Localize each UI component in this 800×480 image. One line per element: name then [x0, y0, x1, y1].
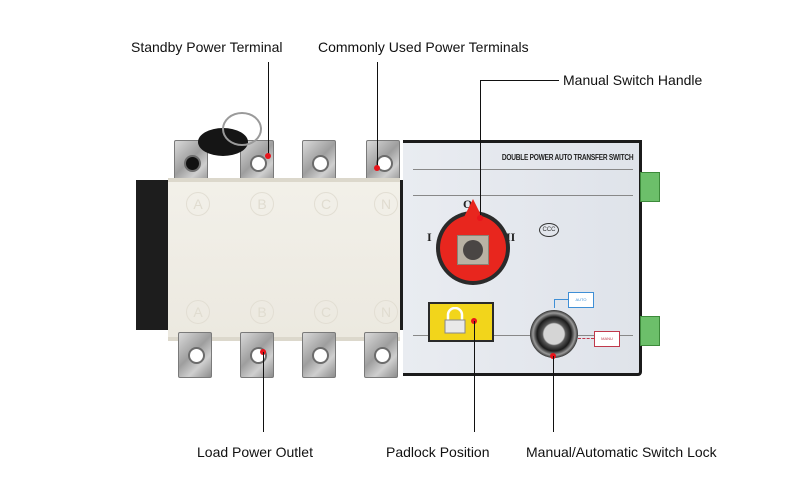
key-ring-loop: [222, 112, 262, 146]
handle-position-1: I: [427, 230, 432, 244]
padlock-cover[interactable]: [428, 302, 494, 342]
phase-mark-top-c: C: [314, 192, 338, 216]
leader-manual-automatic-switch-lock: [553, 356, 554, 432]
label-load-power-outlet: Load Power Outlet: [197, 444, 313, 460]
label-manual-switch-handle: Manual Switch Handle: [563, 72, 703, 88]
phase-mark-top-n: N: [374, 192, 398, 216]
label-padlock-position: Padlock Position: [386, 444, 490, 460]
marker-standby-power-terminal: [265, 153, 271, 159]
marker-commonly-used-power-terminals: [374, 165, 380, 171]
marker-manual-switch-handle: [477, 215, 483, 221]
phase-mark-top-a: A: [186, 192, 210, 216]
padlock-icon: [444, 307, 466, 334]
phase-mark-top-b: B: [250, 192, 274, 216]
panel-title: DOUBLE POWER AUTO TRANSFER SWITCH: [501, 153, 634, 162]
phase-mark-bottom-a: A: [186, 300, 210, 324]
terminal-block-bottom: [640, 316, 660, 346]
label-commonly-used-power-terminals: Commonly Used Power Terminals: [318, 39, 529, 55]
ccc-mark-icon: CCC: [539, 223, 559, 237]
manual-switch-handle[interactable]: [440, 199, 506, 281]
label-manual-automatic-switch-lock: Manual/Automatic Switch Lock: [526, 444, 717, 460]
phase-mark-bottom-n: N: [374, 300, 398, 324]
bottom-terminal-n: [364, 332, 398, 378]
handle-position-2: II: [506, 230, 516, 244]
leader-standby-power-terminal: [268, 62, 269, 156]
bottom-terminal-c: [302, 332, 336, 378]
terminal-block-top: [640, 172, 660, 202]
manual-mode-tag: MANU: [594, 331, 620, 347]
leader-commonly-used-power-terminals: [377, 62, 378, 168]
bottom-terminal-a: [178, 332, 212, 378]
leader-manual-switch-handle-v: [480, 80, 481, 216]
leader-manual-switch-handle-h: [480, 80, 559, 81]
leader-padlock-position: [474, 321, 475, 432]
manual-automatic-key-lock[interactable]: [530, 310, 578, 358]
leader-load-power-outlet: [263, 352, 264, 432]
auto-mode-tag: AUTO: [568, 292, 594, 308]
phase-mark-bottom-c: C: [314, 300, 338, 324]
label-standby-power-terminal: Standby Power Terminal: [131, 39, 283, 55]
switch-body: A B C N A B C N: [168, 178, 400, 341]
left-rail: [136, 180, 170, 330]
bottom-terminal-b: [240, 332, 274, 378]
manual-connector: [578, 338, 594, 339]
panel-rule-3: [413, 335, 633, 336]
panel-rule-2: [413, 195, 633, 196]
handle-shaft: [457, 235, 489, 265]
phase-mark-bottom-b: B: [250, 300, 274, 324]
panel-rule-1: [413, 169, 633, 170]
auto-connector: [554, 299, 569, 308]
